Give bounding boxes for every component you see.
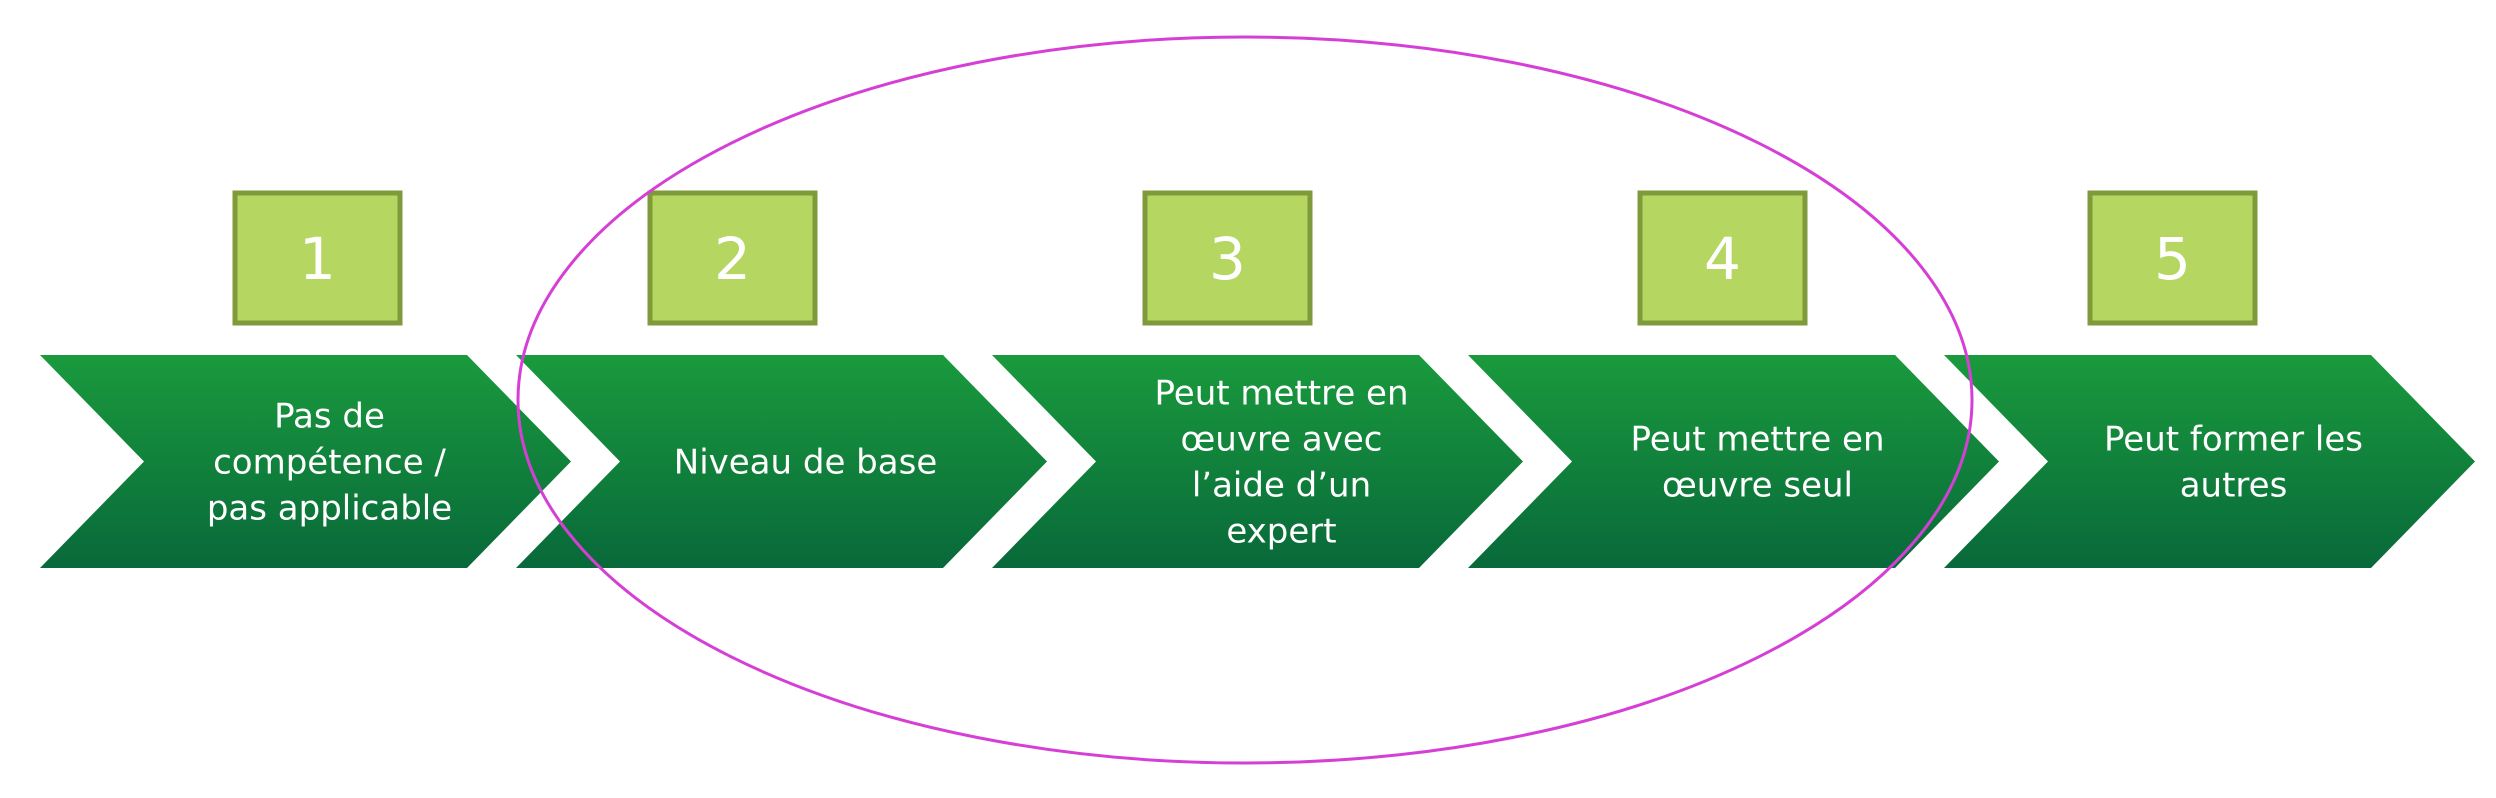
step-label-line: autres — [2180, 466, 2288, 506]
level-box-4 — [1637, 190, 1808, 326]
step-label-line: Pas de — [274, 397, 385, 437]
step-label-line: pas applicable — [207, 489, 452, 529]
step-label-1: Pas de compétence / pas applicable — [207, 397, 452, 529]
level-number-3: 3 — [1209, 225, 1246, 293]
step-label-line: compétence / — [213, 443, 446, 483]
level-number-2: 2 — [714, 225, 751, 293]
step-label-line: œuvre avec — [1181, 420, 1383, 460]
step-label-2: Niveau de base — [674, 443, 937, 483]
level-box-2 — [647, 190, 818, 326]
highlight-ellipse — [516, 35, 1974, 765]
level-number-row: 1 2 3 4 5 — [232, 190, 2258, 326]
step-label-3: Peut mettre en œuvre avec l’aide d’un exper… — [1154, 374, 1408, 552]
chevron-step-5 — [1944, 355, 2475, 568]
chevron-step-3 — [992, 355, 1523, 568]
step-label-line: l’aide d’un — [1192, 466, 1371, 506]
chevron-step-1 — [40, 355, 571, 568]
level-box-1 — [232, 190, 403, 326]
level-box-5 — [2087, 190, 2258, 326]
level-number-5: 5 — [2154, 225, 2191, 293]
step-label-line: expert — [1226, 512, 1336, 552]
chevron-step-4 — [1468, 355, 1999, 568]
level-box-3 — [1142, 190, 1313, 326]
step-label-line: œuvre seul — [1662, 466, 1853, 506]
chevron-step-2 — [516, 355, 1047, 568]
step-label-line: Peut mettre en — [1154, 374, 1408, 414]
level-number-4: 4 — [1704, 225, 1741, 293]
chevron-row: Pas de compétence / pas applicable Niveau d… — [40, 355, 2475, 568]
step-label-5: Peut former les autres — [2104, 420, 2363, 506]
level-number-1: 1 — [299, 225, 336, 293]
step-label-4: Peut mettre en œuvre seul — [1630, 420, 1884, 506]
step-label-line: Peut mettre en — [1630, 420, 1884, 460]
step-label-line: Niveau de base — [674, 443, 937, 483]
step-label-line: Peut former les — [2104, 420, 2363, 460]
